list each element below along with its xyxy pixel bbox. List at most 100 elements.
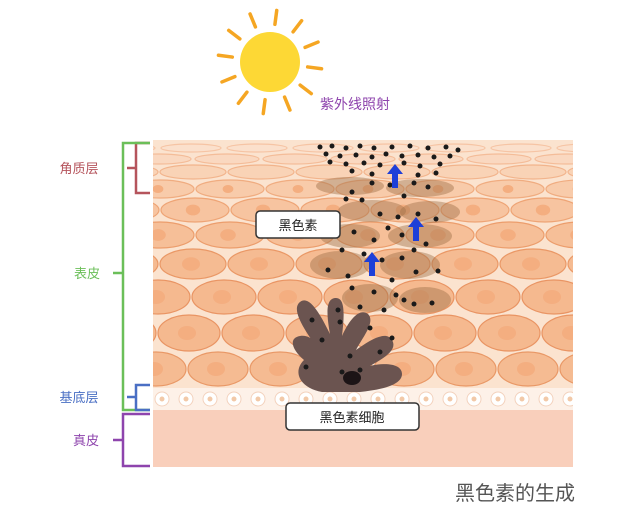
melanin-dot (361, 251, 367, 257)
skin-cell (153, 145, 156, 151)
sun-ray (261, 97, 267, 116)
melanin-dot (343, 161, 349, 167)
basal-cell-nucleus (495, 396, 501, 402)
cell-nucleus (522, 257, 540, 271)
sun-ray (226, 28, 242, 41)
melanin-zone (310, 177, 460, 313)
cell-nucleus (362, 184, 374, 194)
cell-nucleus (432, 184, 444, 194)
skin-cell (153, 153, 192, 165)
melanin-dot (387, 182, 393, 188)
melanin-dot (377, 349, 383, 355)
melanin-dot (343, 145, 349, 151)
cell-nucleus (185, 204, 201, 216)
melanin-dot (345, 273, 351, 279)
cell-nucleus (213, 290, 231, 304)
cell-nucleus (498, 326, 516, 340)
skin-cell (153, 324, 157, 342)
cell-nucleus (500, 229, 516, 241)
melanin-dot (349, 168, 355, 174)
diagram-caption: 黑色素的生成 (455, 481, 575, 505)
skin-cell (499, 164, 567, 180)
melanin-dot (389, 335, 395, 341)
melanin-dot (411, 180, 417, 186)
melanin-dot (425, 184, 431, 190)
cell-nucleus (222, 184, 234, 194)
skin-cell (153, 167, 159, 177)
melanin-dot (359, 197, 365, 203)
cell-nucleus (477, 290, 495, 304)
melanin-dot (433, 216, 439, 222)
basal-cell-nucleus (519, 396, 525, 402)
melanin-dot (319, 337, 325, 343)
basal-cell-nucleus (327, 396, 333, 402)
sun-icon (216, 8, 324, 116)
melanin-dot (339, 247, 345, 253)
cell-nucleus (430, 229, 446, 241)
uv-label: 紫外线照射 (320, 97, 390, 113)
melanocyte-callout: 黑色素细胞 (285, 402, 420, 431)
melanin-dot (349, 189, 355, 195)
skin-cell (159, 164, 227, 180)
sun-disc (240, 32, 300, 92)
skin-cell (227, 164, 295, 180)
melanin-dot (423, 241, 429, 247)
melanin-dot (309, 317, 315, 323)
cell-nucleus (153, 362, 163, 376)
skin-cell (226, 143, 288, 153)
melanin-dot (371, 237, 377, 243)
melanin-dot (377, 162, 383, 168)
upward-arrows (364, 164, 424, 276)
cell-nucleus (570, 230, 573, 240)
melanin-cell (316, 177, 384, 195)
melanin-cell (399, 287, 451, 313)
melanin-dot (351, 229, 357, 235)
skin-cell (153, 221, 195, 249)
melanin-cell (400, 201, 460, 223)
cell-nucleus (386, 257, 404, 271)
skin-cell (559, 354, 573, 384)
cell-nucleus (220, 229, 236, 241)
melanin-dot (347, 353, 353, 359)
melanin-dot (377, 211, 383, 217)
melanin-dot (437, 161, 443, 167)
epidermis-label: 表皮 (74, 267, 100, 282)
skin-cell (160, 143, 222, 153)
melanin-dot (411, 247, 417, 253)
sun-ray (216, 53, 235, 59)
cell-nucleus (178, 326, 196, 340)
cell-nucleus (182, 257, 200, 271)
skin-cell (292, 143, 354, 153)
sun-ray (303, 40, 320, 50)
skin-cell (262, 153, 328, 165)
skin-cell (153, 179, 195, 199)
melanin-dots (303, 143, 461, 375)
cell-nucleus (517, 362, 535, 376)
melanin-dot (383, 151, 389, 157)
sun-ray (298, 83, 314, 96)
cell-nucleus (590, 257, 608, 271)
melanin-dot (429, 300, 435, 306)
melanin-dot (369, 171, 375, 177)
melanin-dot (411, 301, 417, 307)
arrow-up-icon (408, 217, 424, 241)
melanin-cell (380, 251, 440, 279)
skin-cell (424, 143, 486, 153)
cell-nucleus (465, 204, 481, 216)
skin-cell (567, 167, 573, 177)
melanin-dot (407, 143, 413, 149)
dermis-bracket (113, 412, 150, 468)
melanin-dot (415, 211, 421, 217)
sun-ray (220, 74, 237, 84)
sun-ray (248, 12, 258, 29)
melanin-dot (349, 285, 355, 291)
cell-nucleus (434, 326, 452, 340)
melanin-dot (433, 170, 439, 176)
cell-nucleus (411, 290, 429, 304)
melanin-cell (342, 284, 398, 312)
basal-cell-nucleus (159, 396, 165, 402)
dermis-label: 真皮 (73, 434, 99, 449)
cell-nucleus (345, 290, 363, 304)
cell-nucleus (279, 290, 297, 304)
